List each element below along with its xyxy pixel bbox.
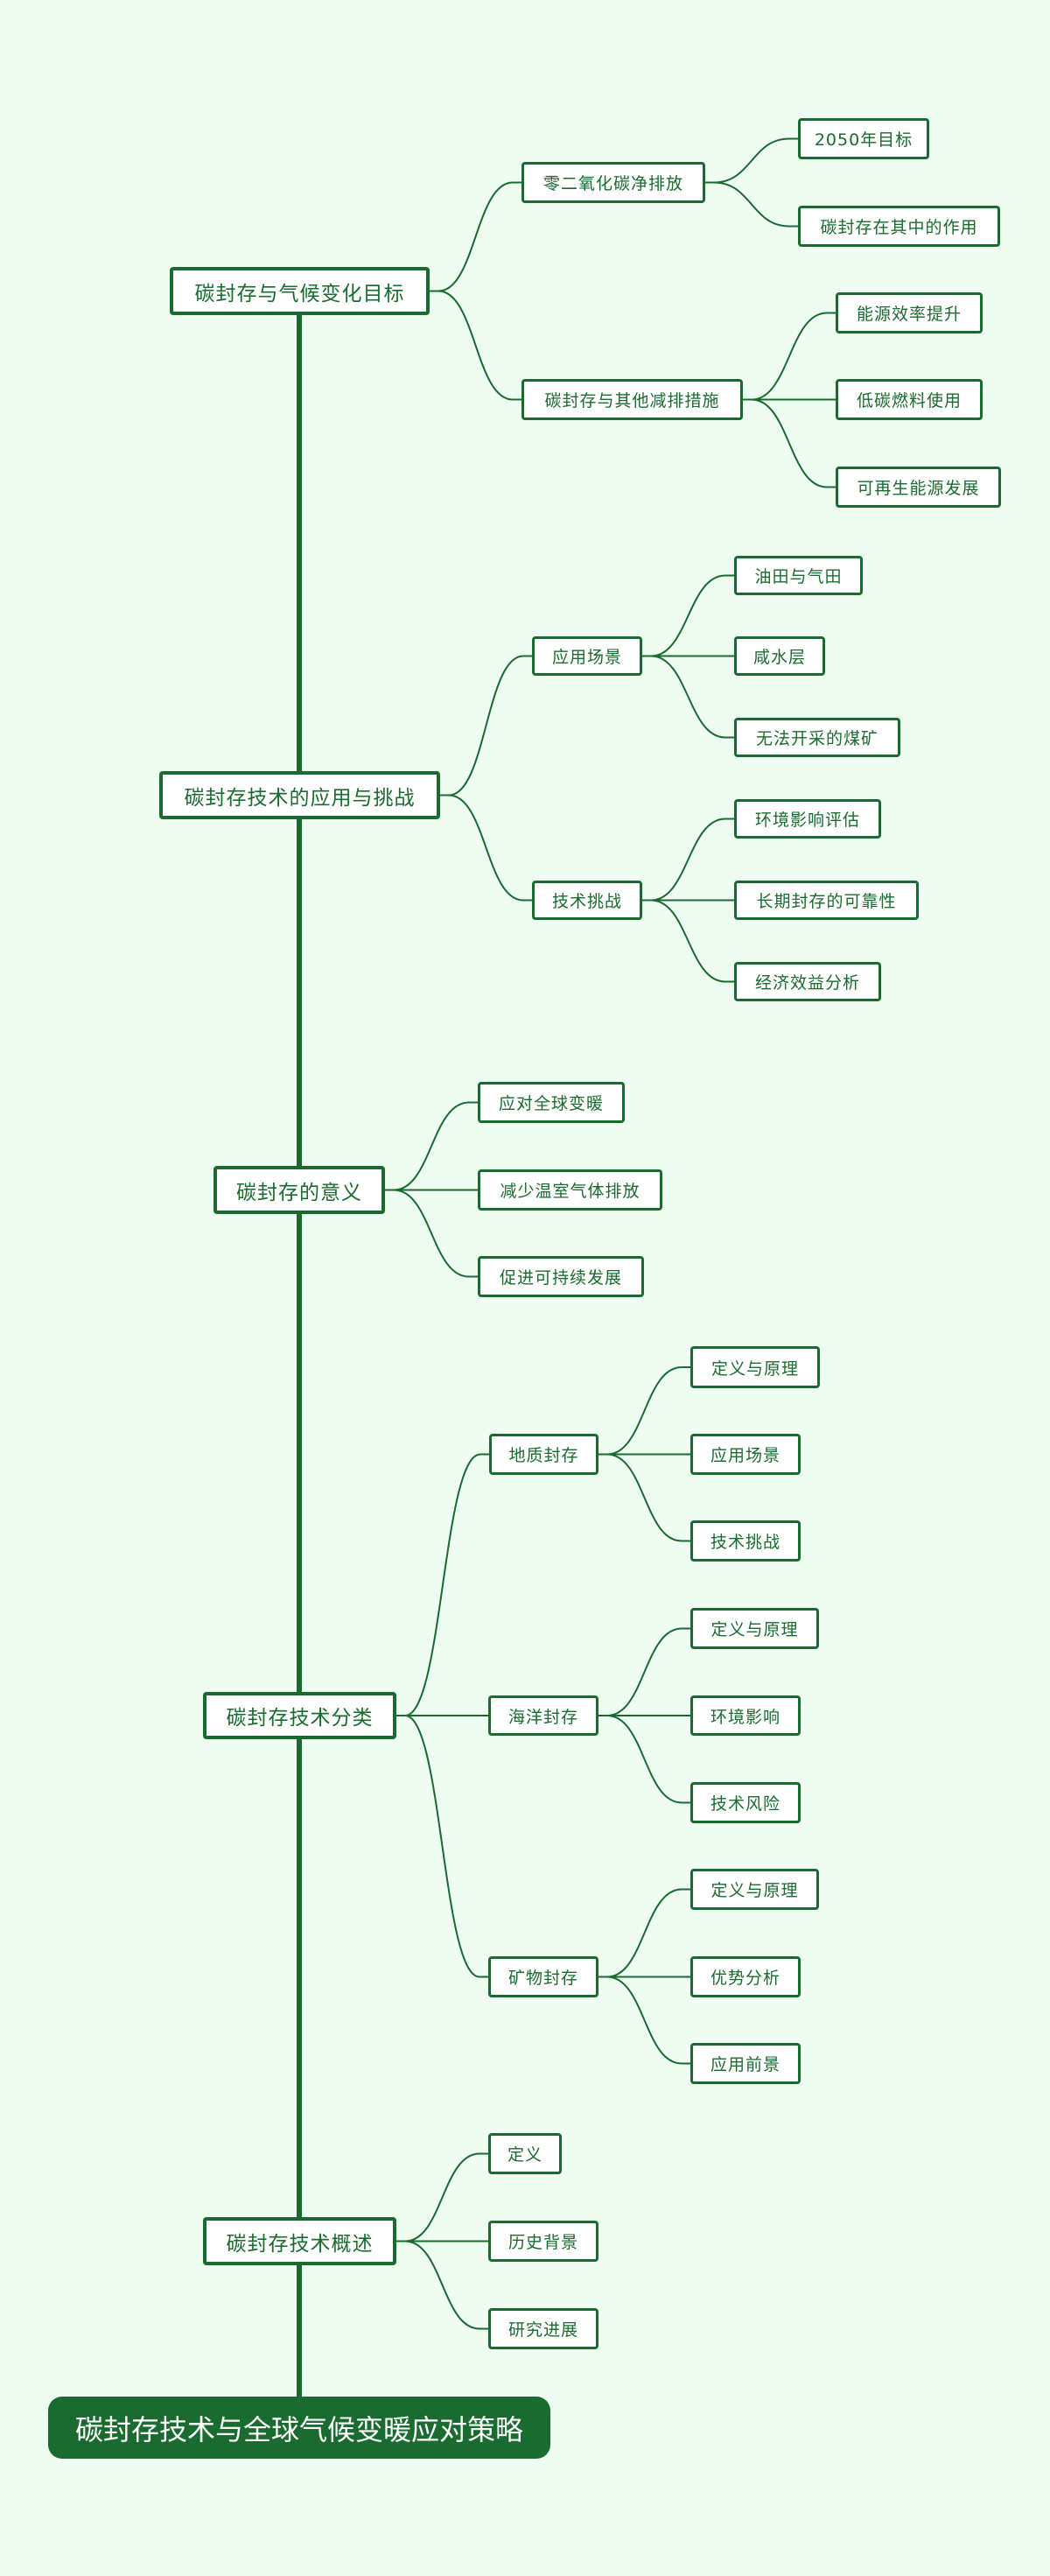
- leaf-role-of-storage[interactable]: 碳封存在其中的作用: [798, 206, 1000, 247]
- connector-line: [743, 312, 836, 401]
- topic-geological-storage[interactable]: 地质封存: [489, 1434, 598, 1475]
- connector-line: [705, 181, 798, 228]
- topic-other-measures[interactable]: 碳封存与其他减排措施: [522, 379, 743, 420]
- connector-line: [385, 1189, 478, 1278]
- leaf-history[interactable]: 历史背景: [488, 2221, 598, 2262]
- connector-line: [430, 290, 522, 401]
- branch-significance[interactable]: 碳封存的意义: [214, 1166, 385, 1214]
- connector-line: [396, 2240, 488, 2330]
- leaf-environmental-assessment[interactable]: 环境影响评估: [734, 799, 881, 839]
- main-trunk-line: [297, 298, 302, 2398]
- connector-line: [385, 1101, 478, 1191]
- leaf-reduce-ghg[interactable]: 减少温室气体排放: [478, 1169, 662, 1211]
- leaf-low-carbon-fuel[interactable]: 低碳燃料使用: [836, 379, 983, 420]
- root-topic[interactable]: 碳封存技术与全球气候变暖应对策略: [48, 2397, 550, 2459]
- connector-line: [440, 794, 532, 902]
- leaf-definition-principle[interactable]: 定义与原理: [690, 1869, 819, 1910]
- leaf-2050-target[interactable]: 2050年目标: [798, 118, 929, 159]
- leaf-unminable-coal[interactable]: 无法开采的煤矿: [734, 718, 900, 757]
- topic-technical-challenges[interactable]: 技术挑战: [532, 881, 642, 920]
- leaf-renewable-energy[interactable]: 可再生能源发展: [836, 467, 1001, 508]
- leaf-definition-principle[interactable]: 定义与原理: [690, 1608, 819, 1649]
- connector-line: [598, 1715, 690, 1804]
- leaf-long-term-reliability[interactable]: 长期封存的可靠性: [734, 881, 919, 920]
- leaf-technical-risk[interactable]: 技术风险: [690, 1782, 801, 1823]
- leaf-research-progress[interactable]: 研究进展: [488, 2308, 598, 2349]
- connector-line: [396, 2152, 488, 2243]
- connector-line: [743, 398, 836, 488]
- topic-application-scenarios[interactable]: 应用场景: [532, 636, 642, 676]
- branch-climate-goals[interactable]: 碳封存与气候变化目标: [170, 267, 430, 315]
- branch-classification[interactable]: 碳封存技术分类: [203, 1692, 396, 1739]
- leaf-technical-challenges[interactable]: 技术挑战: [690, 1520, 801, 1562]
- connector-line: [642, 818, 734, 902]
- connector-line: [705, 137, 798, 184]
- leaf-sustainable-development[interactable]: 促进可持续发展: [478, 1256, 644, 1297]
- connector-line: [642, 574, 734, 657]
- leaf-definition-principle[interactable]: 定义与原理: [690, 1346, 820, 1388]
- leaf-oil-gas-fields[interactable]: 油田与气田: [734, 556, 863, 595]
- topic-mineral-storage[interactable]: 矿物封存: [488, 1956, 598, 1997]
- leaf-economic-analysis[interactable]: 经济效益分析: [734, 962, 881, 1001]
- connector-line: [396, 1453, 489, 1716]
- branch-applications-challenges[interactable]: 碳封存技术的应用与挑战: [159, 771, 440, 819]
- connector-line: [396, 1715, 488, 1978]
- connector-line: [598, 1366, 690, 1456]
- leaf-energy-efficiency[interactable]: 能源效率提升: [836, 292, 983, 333]
- connector-line: [598, 1627, 690, 1716]
- leaf-environmental-impact[interactable]: 环境影响: [690, 1695, 801, 1736]
- connector-line: [440, 655, 532, 797]
- topic-net-zero-co2[interactable]: 零二氧化碳净排放: [522, 162, 705, 203]
- leaf-definition[interactable]: 定义: [488, 2133, 562, 2174]
- connector-line: [598, 1888, 690, 1978]
- leaf-saline-aquifer[interactable]: 咸水层: [734, 636, 825, 676]
- leaf-advantage-analysis[interactable]: 优势分析: [690, 1956, 801, 1997]
- branch-overview[interactable]: 碳封存技术概述: [203, 2217, 396, 2265]
- leaf-application-prospects[interactable]: 应用前景: [690, 2043, 801, 2084]
- connector-line: [598, 1976, 690, 2065]
- connector-line: [430, 181, 522, 292]
- connector-line: [642, 655, 734, 739]
- connector-line: [598, 1453, 690, 1542]
- leaf-address-global-warming[interactable]: 应对全球变暖: [478, 1082, 625, 1123]
- connector-line: [642, 899, 734, 983]
- topic-ocean-storage[interactable]: 海洋封存: [488, 1695, 598, 1736]
- leaf-application-scenarios[interactable]: 应用场景: [690, 1434, 801, 1475]
